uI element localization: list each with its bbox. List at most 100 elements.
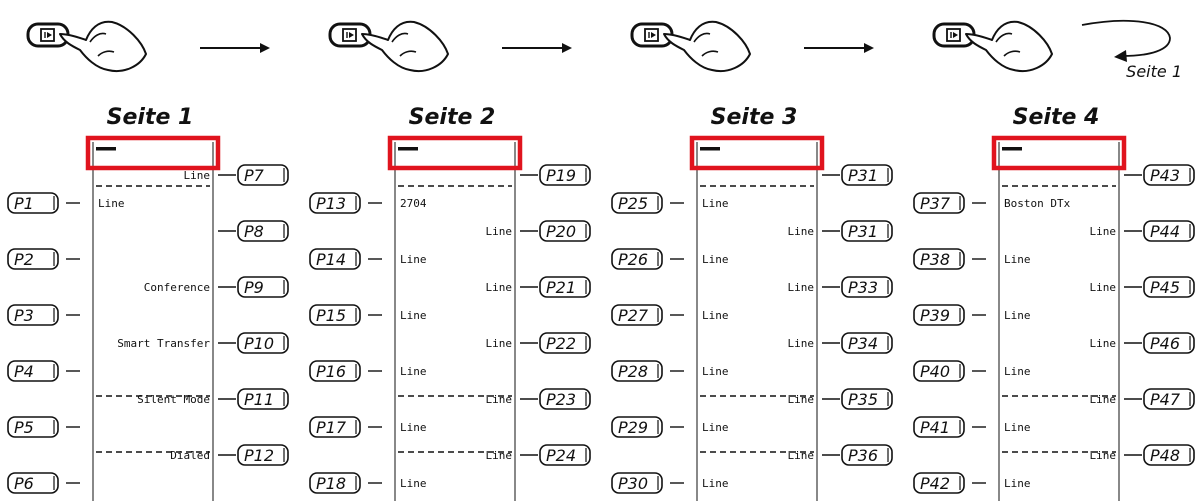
key-label: P37 [920, 194, 951, 213]
screen-line-label: Line [1090, 281, 1117, 294]
page-button-glyph-arrow [349, 32, 354, 38]
hand-knuckle-line [701, 50, 719, 57]
screen-line-label: Line [788, 393, 815, 406]
screen-line-label: Line [1090, 449, 1117, 462]
key-label: P12 [244, 446, 274, 465]
key-box-outline [913, 360, 965, 382]
key-p4: P4 [7, 360, 59, 382]
key-label: P18 [316, 474, 346, 493]
status-bar-highlight [387, 135, 523, 171]
next-page-press-4 [932, 20, 1053, 72]
key-label: P4 [14, 362, 34, 381]
key-box-outline [913, 304, 965, 326]
arrow-head [864, 43, 874, 53]
key-label: P48 [1150, 446, 1180, 465]
key-p15: P15 [309, 304, 361, 326]
key-label: P35 [848, 390, 878, 409]
key-p33: P33 [841, 276, 893, 298]
key-p40: P40 [913, 360, 965, 382]
key-box-outline [611, 192, 663, 214]
screen-line-label: Line [98, 197, 125, 210]
page-button-glyph-arrow [47, 32, 52, 38]
key-box-outline [1143, 276, 1195, 298]
key-box-outline [841, 220, 893, 242]
screen-line-label: Line [486, 449, 513, 462]
loop-curve [1081, 19, 1171, 57]
key-label: P27 [618, 306, 649, 325]
key-box-outline [237, 444, 289, 466]
screen-line-label: Line [1004, 421, 1031, 434]
key-p11: P11 [237, 388, 289, 410]
key-p1: P1 [7, 192, 59, 214]
key-p25: P25 [611, 192, 663, 214]
page-column-3: Seite 3LineLineLineLineLineLineLineLineL… [670, 105, 840, 501]
key-label: P6 [14, 474, 34, 493]
key-label: P21 [546, 278, 576, 297]
key-label: P17 [316, 418, 347, 437]
screen-line-label: Line [400, 365, 427, 378]
key-box-outline [237, 220, 289, 242]
key-label: P3 [14, 306, 34, 325]
key-box-outline [913, 248, 965, 270]
key-p38: P38 [913, 248, 965, 270]
key-p10: P10 [237, 332, 289, 354]
screen-line-label: Line [702, 197, 729, 210]
key-label: P31 [848, 222, 878, 241]
screen-line-label: Line [400, 421, 427, 434]
screen-line-label: Line [486, 337, 513, 350]
key-box-outline [841, 444, 893, 466]
screen-line-label: Line [400, 309, 427, 322]
key-p35: P35 [841, 388, 893, 410]
next-page-press-1 [26, 20, 147, 72]
screen-line-label: Line [1090, 225, 1117, 238]
key-p7: P7 [237, 164, 289, 186]
hand-knuckle-line [97, 50, 115, 57]
key-box-outline [913, 192, 965, 214]
key-p39: P39 [913, 304, 965, 326]
screen-line-label: Boston DTx [1004, 197, 1071, 210]
page-title: Seite 3 [711, 105, 798, 130]
key-label: P16 [316, 362, 346, 381]
screen-line-label: 2704 [400, 197, 427, 210]
key-label: P14 [316, 250, 346, 269]
screen-line-label: Line [788, 449, 815, 462]
screen-line-label: Line [702, 477, 729, 490]
key-label: P23 [546, 390, 576, 409]
page-title: Seite 4 [1013, 105, 1100, 130]
page-button-glyph-arrow [953, 32, 958, 38]
key-box-outline [1143, 444, 1195, 466]
key-box-outline [841, 388, 893, 410]
key-box-outline [611, 360, 663, 382]
key-label: P25 [618, 194, 648, 213]
screen-line-label: Line [788, 225, 815, 238]
key-p27: P27 [611, 304, 663, 326]
key-label: P10 [244, 334, 274, 353]
key-p36: P36 [841, 444, 893, 466]
key-label: P9 [244, 278, 264, 297]
key-label: P42 [920, 474, 950, 493]
key-p41: P41 [913, 416, 965, 438]
key-box-outline [611, 304, 663, 326]
key-p24: P24 [539, 444, 591, 466]
screen-line-label: Line [702, 365, 729, 378]
screen-line-label: Conference [144, 281, 210, 294]
key-label: P38 [920, 250, 950, 269]
screen-line-label: Line [400, 477, 427, 490]
key-box-outline [309, 472, 361, 494]
key-box-outline [237, 388, 289, 410]
screen-line-label: Line [1004, 365, 1031, 378]
key-p48: P48 [1143, 444, 1195, 466]
key-label: P36 [848, 446, 878, 465]
page-title: Seite 2 [409, 105, 496, 130]
key-box-outline [913, 416, 965, 438]
screen-line-label: Line [400, 253, 427, 266]
key-p13: P13 [309, 192, 361, 214]
key-label: P41 [920, 418, 950, 437]
key-box-outline [841, 276, 893, 298]
arrow-head [260, 43, 270, 53]
hand-finger-line [693, 32, 711, 43]
key-box-outline [611, 472, 663, 494]
key-p17: P17 [309, 416, 361, 438]
